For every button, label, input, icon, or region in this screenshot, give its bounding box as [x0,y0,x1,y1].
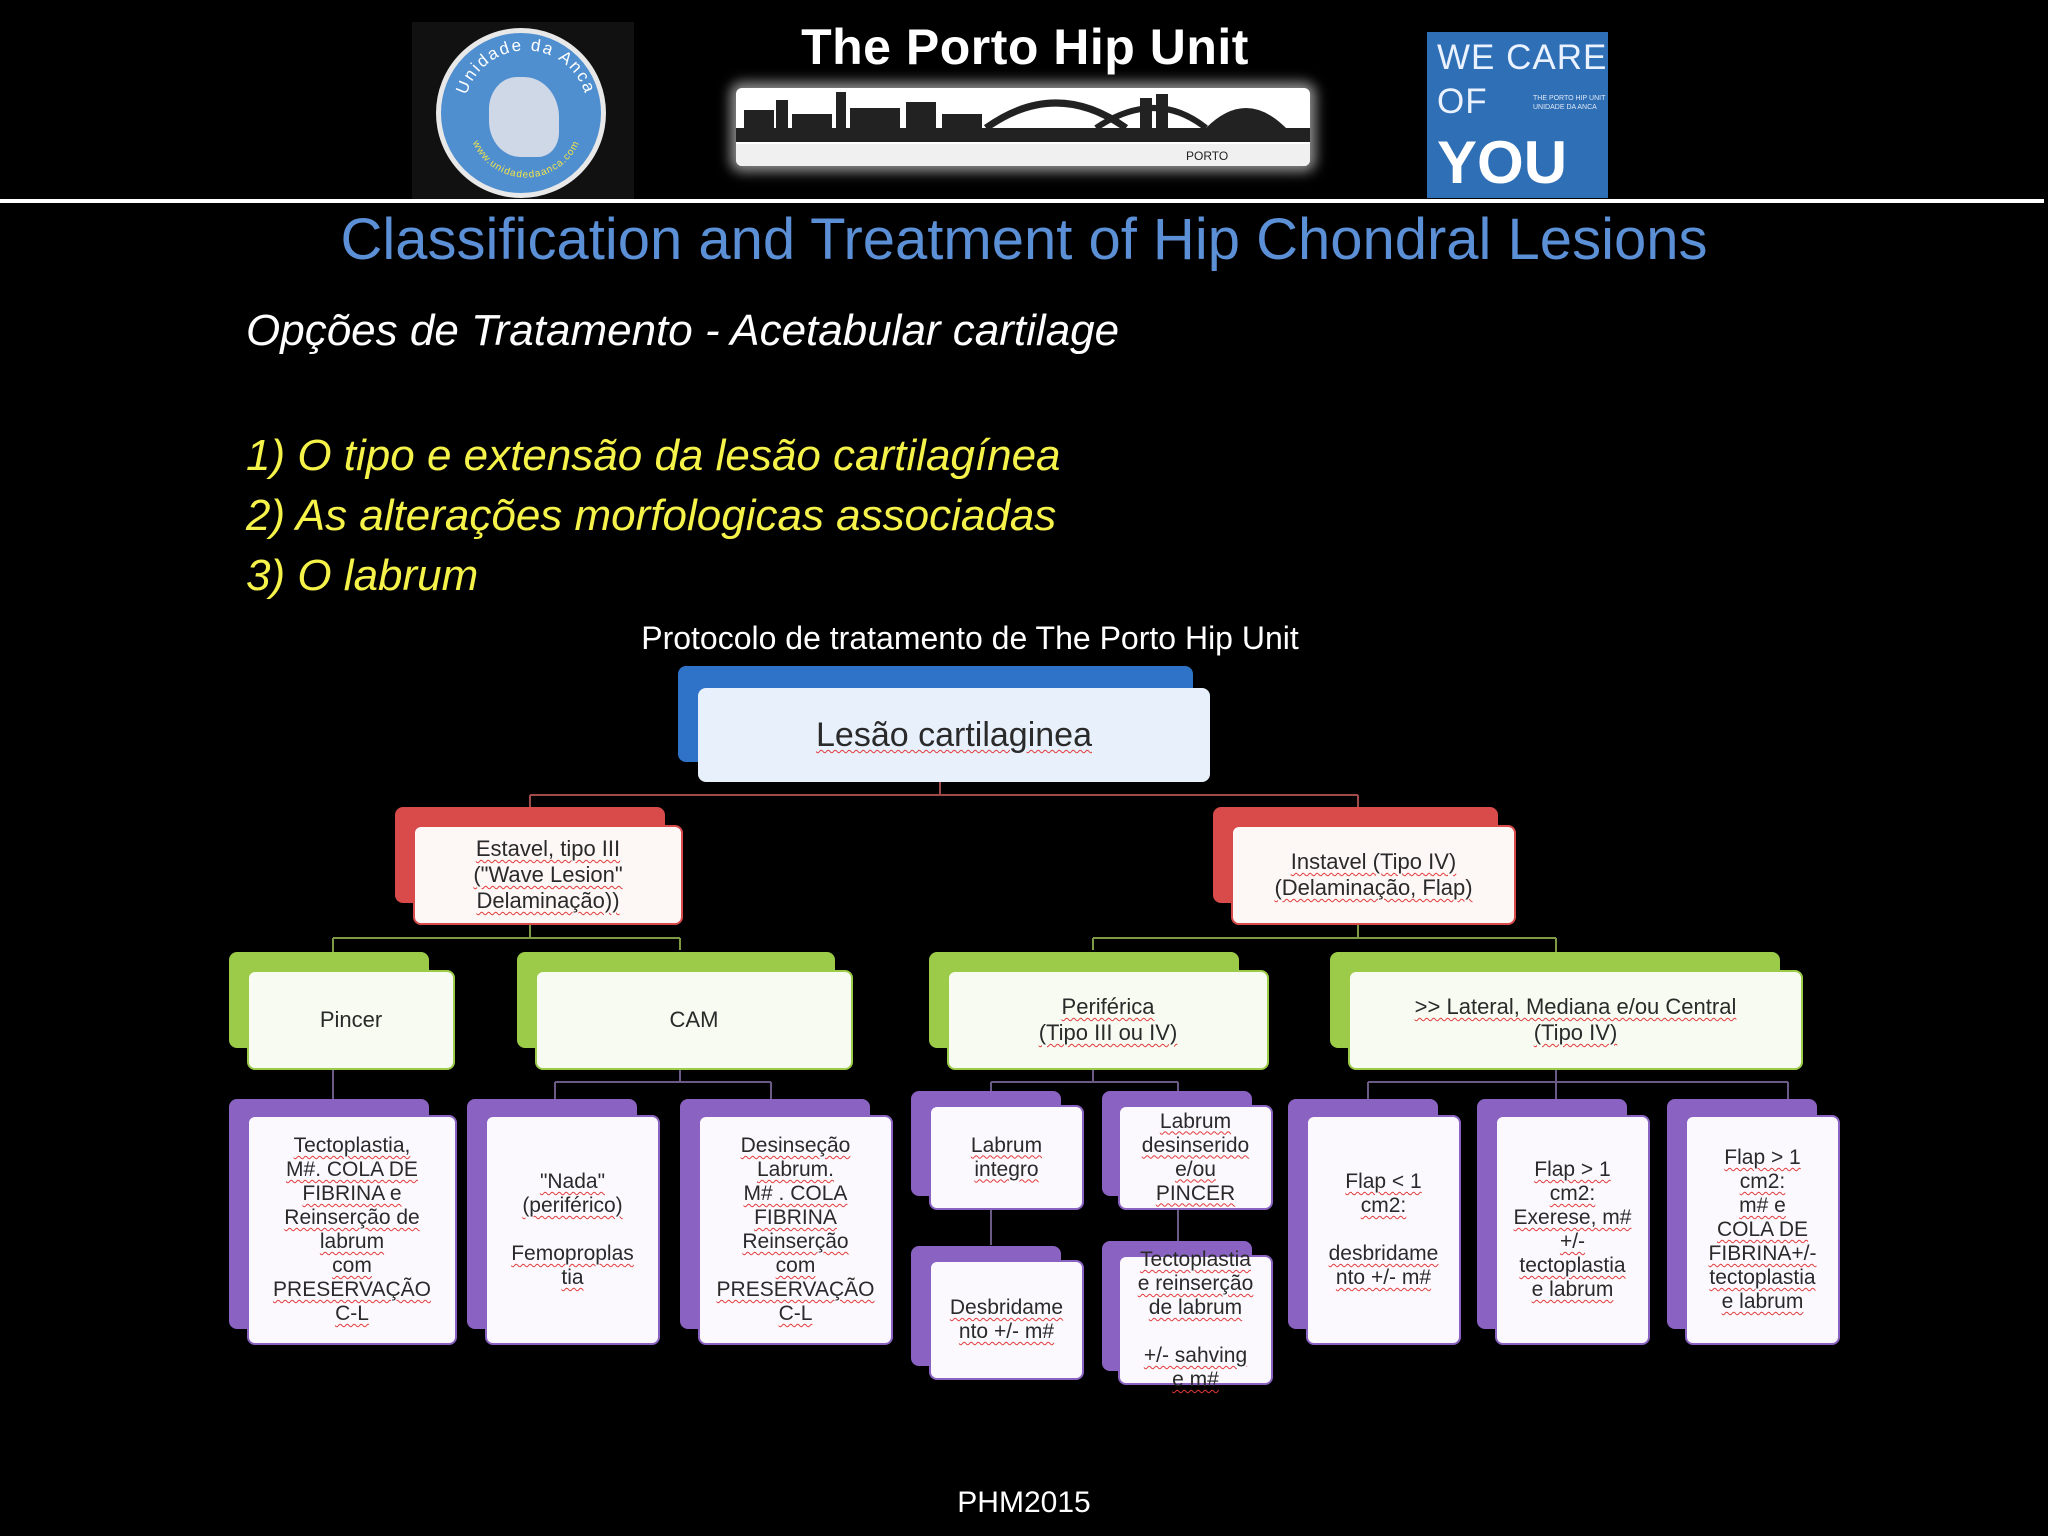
flap-gt1-b-node: Flap > 1 cm2: m# e COLA DE FIBRINA+/- te… [1667,1099,1840,1345]
cam-labrum-label: Desinseção Labrum. M# . COLA FIBRINA Rei… [716,1134,875,1325]
badge-line-2: OF [1437,82,1488,121]
flowchart-connectors [332,782,1789,1245]
criteria-item: 2) As alterações morfologicas associadas [246,491,1057,540]
badge-small-text: THE PORTO HIP UNIT UNIDADE DA ANCA [1533,94,1605,112]
badge-line-1: WE CARE [1437,38,1608,77]
flap-gt1-a-label: Flap > 1 cm2: Exerese, m# +/- tectoplast… [1513,1158,1632,1301]
pincer-node: Pincer [229,952,455,1070]
cam-nothing-label: "Nada" (periférico) Femoproplas tia [511,1170,634,1289]
cam-nothing-box: "Nada" (periférico) Femoproplas tia [485,1115,660,1345]
lateral-label: >> Lateral, Mediana e/ou Central (Tipo I… [1414,994,1737,1045]
slide-footer: PHM2015 [957,1486,1091,1519]
cam-labrum-box: Desinseção Labrum. M# . COLA FIBRINA Rei… [698,1115,893,1345]
labrum-intact-node: Labrum integro [911,1091,1084,1210]
peripheral-node: Periférica (Tipo III ou IV) [929,952,1269,1070]
logo-url-label: www.unidadedaanca.com [469,138,581,181]
header-title: The Porto Hip Unit [801,19,1249,75]
debridement-node: Desbridame nto +/- m# [911,1246,1084,1380]
labrum-detached-box: Labrum desinserido e/ou PINCER [1118,1105,1273,1210]
stable-node: Estavel, tipo III ("Wave Lesion" Delamin… [395,807,683,925]
skyline-silhouette-icon: PORTO [736,92,1310,166]
root-node: Lesão cartilaginea [678,666,1210,782]
labrum-intact-label: Labrum integro [970,1133,1043,1181]
svg-text:www.unidadedaanca.com: www.unidadedaanca.com [469,138,582,181]
unstable-label: Instavel (Tipo IV) (Delaminação, Flap) [1274,849,1473,900]
pincer-treatment-node: Tectoplastia, M#. COLA DE FIBRINA e Rein… [229,1099,457,1345]
cam-node-box: CAM [535,970,853,1070]
svg-text:Unidade da Anca: Unidade da Anca [452,35,600,96]
debridement-label: Desbridame nto +/- m# [949,1296,1064,1343]
stable-label: Estavel, tipo III ("Wave Lesion" Delamin… [473,836,623,913]
labrum-detached-label: Labrum desinserido e/ou PINCER [1141,1109,1250,1205]
slide-title: Classification and Treatment of Hip Chon… [340,207,1708,272]
pincer-treatment-box: Tectoplastia, M#. COLA DE FIBRINA e Rein… [247,1115,457,1345]
logo-disc: Unidade da Anca www.unidadedaanca.com [436,28,606,198]
labrum-detached-node: Labrum desinserido e/ou PINCER [1102,1091,1273,1210]
treatment-flowchart: Lesão cartilaginea Estavel, tipo III ("W… [229,660,1843,1395]
peripheral-node-box: Periférica (Tipo III ou IV) [947,970,1269,1070]
flap-lt1-node: Flap < 1 cm2: desbridame nto +/- m# [1288,1099,1461,1345]
lateral-node-box: >> Lateral, Mediana e/ou Central (Tipo I… [1348,970,1803,1070]
pincer-node-box: Pincer [247,970,455,1070]
unstable-node-box: Instavel (Tipo IV) (Delaminação, Flap) [1231,825,1516,925]
pincer-treatment-label: Tectoplastia, M#. COLA DE FIBRINA e Rein… [273,1134,431,1325]
cam-labrum-node: Desinseção Labrum. M# . COLA FIBRINA Rei… [680,1099,893,1345]
flap-gt1-a-node: Flap > 1 cm2: Exerese, m# +/- tectoplast… [1477,1099,1650,1345]
logo-ring-text: Unidade da Anca www.unidadedaanca.com [452,35,600,181]
badge-small-2: UNIDADE DA ANCA [1533,104,1597,111]
debridement-box: Desbridame nto +/- m# [929,1260,1084,1380]
tectoplasty-box: Tectoplastia e reinserção de labrum +/- … [1118,1248,1273,1391]
hip-bone-icon [489,77,559,157]
protocol-caption: Protocolo de tratamento de The Porto Hip… [641,620,1299,656]
criteria-item: 1) O tipo e extensão da lesão cartilagín… [246,431,1061,480]
flap-gt1-b-label: Flap > 1 cm2: m# e COLA DE FIBRINA+/- te… [1708,1146,1817,1313]
flap-gt1-b-box: Flap > 1 cm2: m# e COLA DE FIBRINA+/- te… [1685,1115,1840,1345]
cam-nothing-node: "Nada" (periférico) Femoproplas tia [467,1099,660,1345]
root-node-box: Lesão cartilaginea [698,688,1210,782]
badge-line-3: YOU [1437,129,1568,196]
lateral-node: >> Lateral, Mediana e/ou Central (Tipo I… [1330,952,1803,1070]
cam-label: CAM [669,1007,719,1032]
pincer-label: Pincer [319,1007,383,1032]
unidade-da-anca-logo: Unidade da Anca www.unidadedaanca.com [412,22,634,200]
labrum-intact-box: Labrum integro [929,1105,1084,1210]
criteria-item: 3) O labrum [246,551,479,600]
slide-subtitle: Opções de Tratamento - Acetabular cartil… [246,306,1120,355]
header-divider [0,199,2044,203]
logo-ring-label: Unidade da Anca [452,35,598,96]
tectoplasty-label: Tectoplastia e reinserção de labrum +/- … [1137,1248,1254,1391]
cam-node: CAM [517,952,853,1070]
porto-skyline-image: PORTO [736,88,1310,166]
root-label: Lesão cartilaginea [816,716,1092,754]
skyline-label: PORTO [1186,149,1228,163]
unstable-node: Instavel (Tipo IV) (Delaminação, Flap) [1213,807,1516,925]
badge-small-1: THE PORTO HIP UNIT [1533,95,1606,102]
flap-gt1-a-box: Flap > 1 cm2: Exerese, m# +/- tectoplast… [1495,1115,1650,1345]
criteria-list: 1) O tipo e extensão da lesão cartilagín… [246,426,1061,606]
flap-lt1-box: Flap < 1 cm2: desbridame nto +/- m# [1306,1115,1461,1345]
flap-lt1-label: Flap < 1 cm2: desbridame nto +/- m# [1328,1170,1439,1289]
tectoplasty-node: Tectoplastia e reinserção de labrum +/- … [1102,1241,1273,1391]
we-care-of-you-badge: WE CARE OF YOU THE PORTO HIP UNIT UNIDAD… [1427,32,1608,198]
stable-node-box: Estavel, tipo III ("Wave Lesion" Delamin… [413,825,683,925]
peripheral-label: Periférica (Tipo III ou IV) [1038,994,1178,1045]
